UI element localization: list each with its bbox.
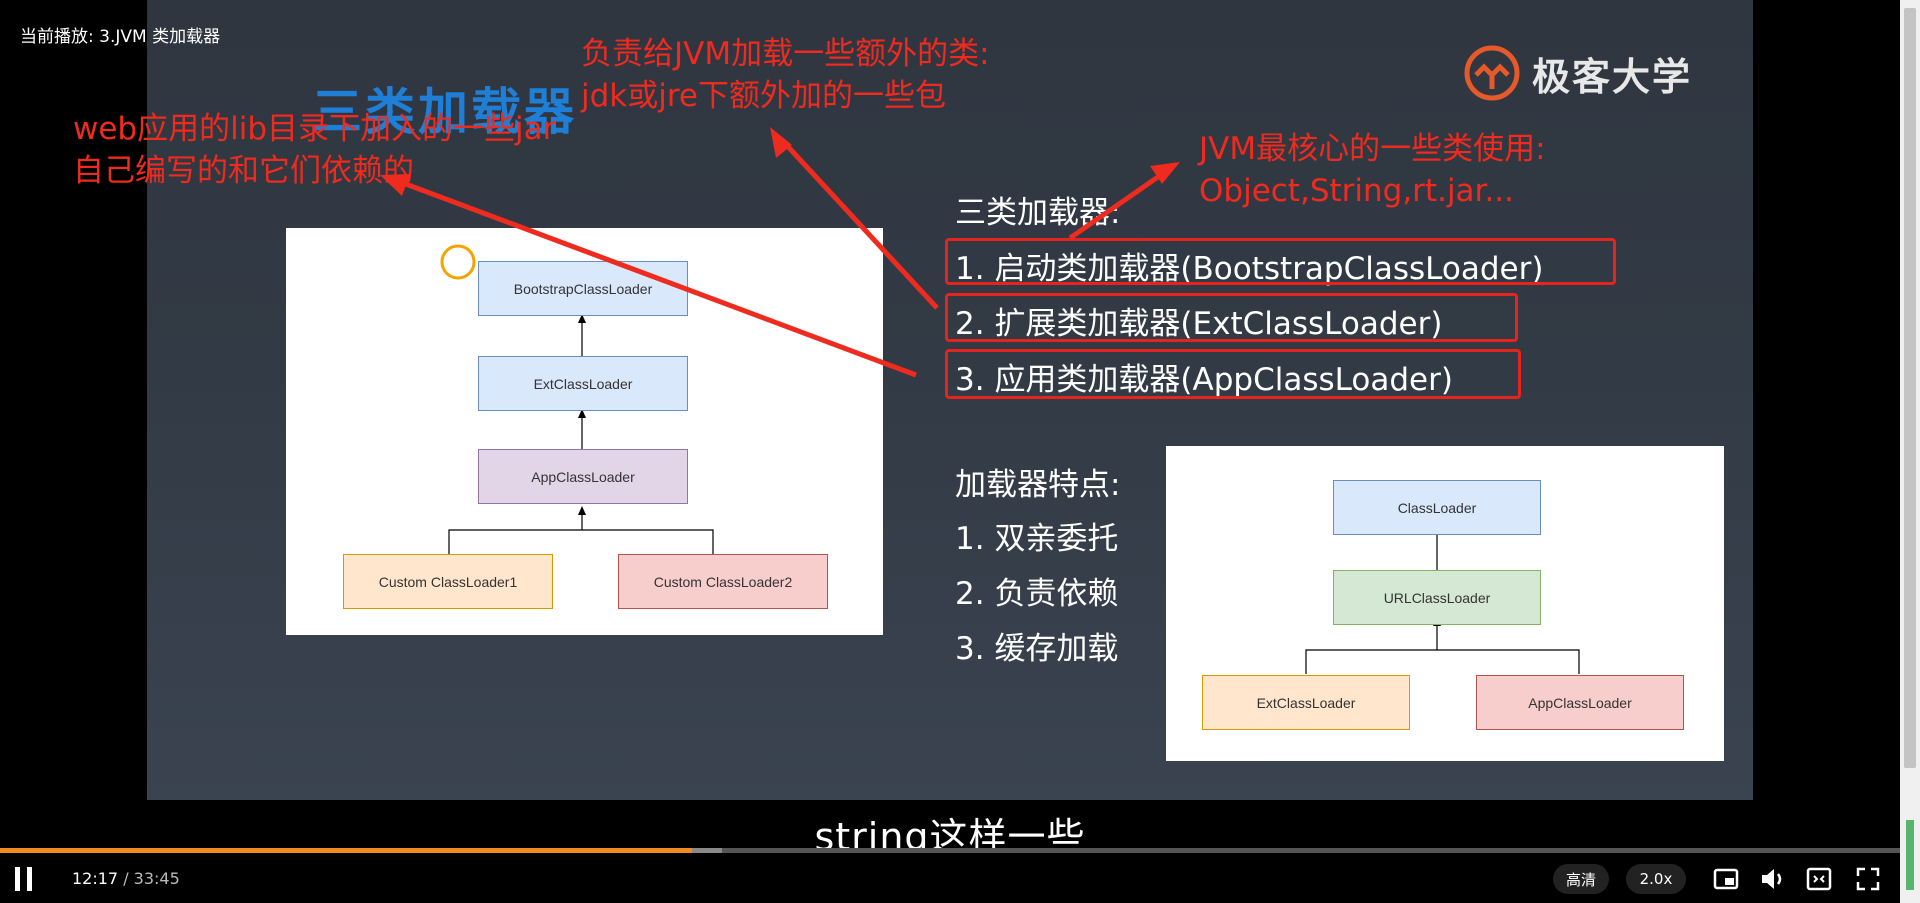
pause-icon[interactable] xyxy=(10,864,40,894)
node-bootstrap: BootstrapClassLoader xyxy=(478,261,688,316)
feature-text: 缓存加载 xyxy=(994,631,1119,667)
node-urlclassloader: URLClassLoader xyxy=(1333,570,1541,625)
annotation-top: 负责给JVM加载一些额外的类: jdk或jre下额外加的一些包 xyxy=(581,33,990,117)
video-title: 当前播放: 3.JVM 类加载器 xyxy=(20,27,221,47)
right-diagram: ClassLoader URLClassLoader ExtClassLoade… xyxy=(1166,446,1724,761)
feature-num: 2. xyxy=(955,576,985,612)
feature-text: 双亲委托 xyxy=(994,521,1119,557)
loader-text: 启动类加载器(BootstrapClassLoader) xyxy=(994,251,1544,287)
volume-icon[interactable] xyxy=(1757,864,1787,894)
node-ext: ExtClassLoader xyxy=(478,356,688,411)
progress-played xyxy=(0,848,692,853)
loader-num: 2. xyxy=(955,306,985,342)
slide-frame: BootstrapClassLoader ExtClassLoader AppC… xyxy=(147,0,1753,800)
feature-item-1: 1. 双亲委托 xyxy=(955,513,1118,558)
left-diagram-connectors xyxy=(440,244,714,554)
logo: 极客大学 xyxy=(1462,43,1692,103)
slide-title: 三类加载器 xyxy=(312,83,577,141)
time-display: 12:17 / 33:45 xyxy=(72,869,180,888)
loader-item-2: 2. 扩展类加载器(ExtClassLoader) xyxy=(955,298,1442,343)
highlight-box-ext xyxy=(945,293,1518,342)
webfullscreen-icon[interactable] xyxy=(1804,864,1834,894)
feature-num: 3. xyxy=(955,631,985,667)
node-classloader: ClassLoader xyxy=(1333,480,1541,535)
annotation-right-line2: Object,String,rt.jar... xyxy=(1199,173,1515,209)
loader-text: 应用类加载器(AppClassLoader) xyxy=(994,362,1453,398)
loader-item-3: 3. 应用类加载器(AppClassLoader) xyxy=(955,354,1453,399)
annotation-right: JVM最核心的一些类使用: Object,String,rt.jar... xyxy=(1199,128,1546,212)
fullscreen-icon[interactable] xyxy=(1853,864,1883,894)
page-scrollbar[interactable] xyxy=(1900,0,1920,903)
annotation-top-line1: 负责给JVM加载一些额外的类: xyxy=(581,36,990,72)
loader-text: 扩展类加载器(ExtClassLoader) xyxy=(994,306,1443,342)
node-custom-2: Custom ClassLoader2 xyxy=(618,554,828,609)
time-total: 33:45 xyxy=(133,869,180,888)
loader-num: 3. xyxy=(955,362,985,398)
progress-bar[interactable] xyxy=(0,848,1900,853)
node-extclassloader: ExtClassLoader xyxy=(1202,675,1410,730)
annotation-left-line1: web应用的lib目录下加入的一些jar xyxy=(73,111,556,147)
node-appclassloader: AppClassLoader xyxy=(1476,675,1684,730)
annotation-right-line1: JVM最核心的一些类使用: xyxy=(1199,131,1546,167)
highlight-box-bootstrap xyxy=(945,238,1616,285)
annotation-arrows xyxy=(380,127,1180,378)
cursor-highlight xyxy=(440,244,476,280)
pip-icon[interactable] xyxy=(1711,864,1741,894)
node-app: AppClassLoader xyxy=(478,449,688,504)
volume-meter xyxy=(1906,820,1914,890)
feature-num: 1. xyxy=(955,521,985,557)
feature-text: 负责依赖 xyxy=(994,576,1119,612)
annotation-top-line2: jdk或jre下额外加的一些包 xyxy=(581,78,946,114)
time-current: 12:17 xyxy=(72,869,119,888)
feature-item-2: 2. 负责依赖 xyxy=(955,568,1118,613)
feature-item-3: 3. 缓存加载 xyxy=(955,623,1118,668)
quality-button[interactable]: 高清 xyxy=(1553,864,1609,894)
features-heading: 加载器特点: xyxy=(955,467,1121,503)
annotation-left: web应用的lib目录下加入的一些jar 自己编写的和它们依赖的 xyxy=(73,108,555,192)
logo-text: 极客大学 xyxy=(1532,54,1693,99)
scrollbar-thumb[interactable] xyxy=(1904,8,1916,768)
geek-logo-icon xyxy=(1464,45,1520,101)
time-separator: / xyxy=(118,869,134,888)
highlight-box-app xyxy=(945,349,1521,399)
annotation-left-line2: 自己编写的和它们依赖的 xyxy=(73,153,414,189)
left-diagram: BootstrapClassLoader ExtClassLoader AppC… xyxy=(286,228,883,635)
loader-num: 1. xyxy=(955,251,985,287)
loader-item-1: 1. 启动类加载器(BootstrapClassLoader) xyxy=(955,243,1543,288)
node-custom-1: Custom ClassLoader1 xyxy=(343,554,553,609)
control-bar xyxy=(0,848,1900,903)
speed-button[interactable]: 2.0x xyxy=(1626,864,1686,894)
